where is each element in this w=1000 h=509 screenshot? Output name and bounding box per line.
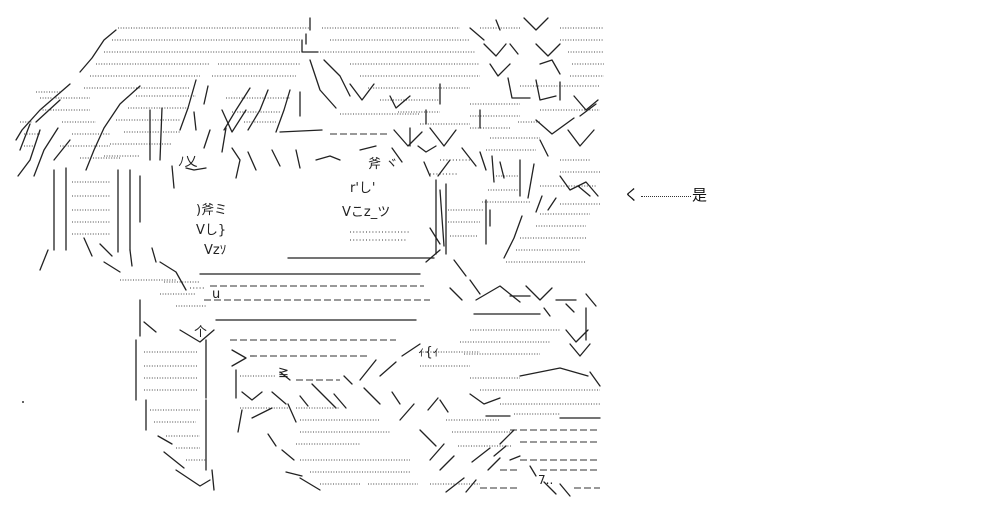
- nose-glyph: u: [212, 287, 221, 302]
- right-eye-glyph: 斧 ヾ: [368, 157, 399, 172]
- hair-right: [482, 77, 600, 263]
- collar-ge-glyph: ≧: [278, 365, 289, 380]
- caption-leader: [641, 186, 692, 197]
- left-mouth-glyph: Vし}: [196, 223, 227, 238]
- right-mouth-glyph: Vこz_ツ: [342, 205, 391, 220]
- caption-text: 是: [692, 186, 708, 204]
- body-left: [145, 281, 215, 491]
- chin-glyph: 个: [194, 325, 208, 340]
- caption-arrow: く: [624, 186, 640, 204]
- right-eye-under-glyph: r'し': [350, 181, 376, 196]
- left-cheek-glyph: Vzｿ: [204, 243, 227, 258]
- stray-dot: [22, 401, 24, 403]
- speech-caption: く是: [624, 184, 707, 205]
- face: [39, 107, 505, 301]
- left-eye-glyph: ﾉ乂: [178, 155, 198, 170]
- bottom-label-glyph: 7..: [538, 473, 554, 487]
- hair-left: [15, 79, 209, 177]
- bangs: [221, 59, 520, 147]
- left-eye-under-glyph: )斧ミ: [196, 203, 228, 218]
- collar-glyph: ｨ{ｨ: [418, 345, 440, 360]
- clothing-right: [445, 259, 601, 497]
- neck-chest: [135, 299, 512, 491]
